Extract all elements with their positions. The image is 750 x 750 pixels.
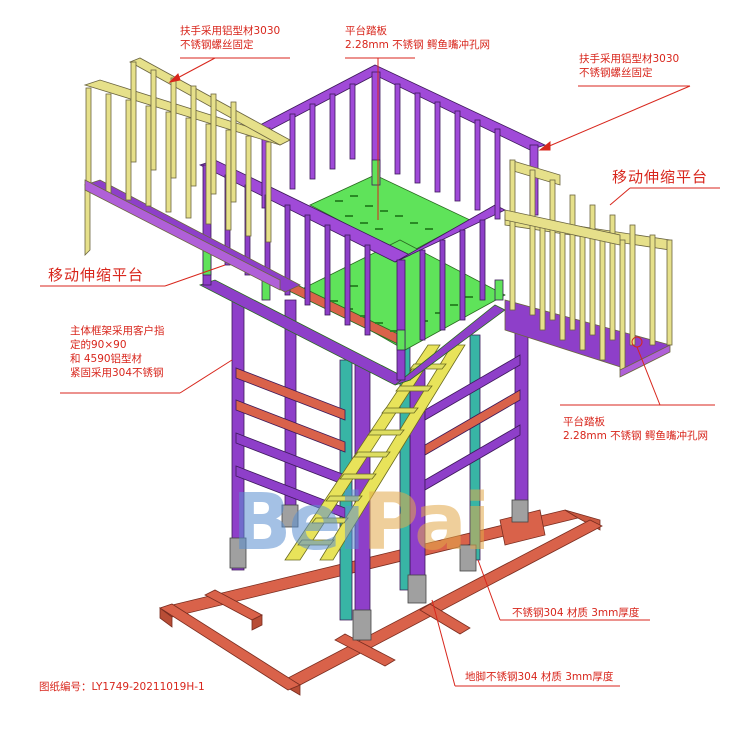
platform-top-label: 平台踏板 2.28mm 不锈钢 鳄鱼嘴冲孔网 bbox=[345, 24, 490, 52]
watermark-part-b: Pai bbox=[362, 478, 490, 568]
left-extension bbox=[83, 57, 301, 293]
steel-304-label: 不锈钢304 材质 3mm厚度 bbox=[512, 607, 640, 619]
platform-lower-label: 平台踏板 2.28mm 不锈钢 鳄鱼嘴冲孔网 bbox=[563, 415, 708, 443]
platform-lower-line-2: 2.28mm 不锈钢 鳄鱼嘴冲孔网 bbox=[563, 430, 709, 442]
handrail-right-label: 扶手采用铝型材3030 不锈钢螺丝固定 bbox=[579, 52, 679, 80]
watermark-logo: BeiPai bbox=[232, 478, 491, 568]
foot-304-label: 地脚不锈钢304 材质 3mm厚度 bbox=[465, 671, 614, 683]
handrail-right-line-1: 扶手采用铝型材3030 bbox=[579, 53, 680, 65]
mobile-platform-right-label: 移动伸缩平台 bbox=[612, 168, 709, 186]
mobile-platform-left-label: 移动伸缩平台 bbox=[48, 266, 145, 284]
handrail-left-line-1: 扶手采用铝型材3030 bbox=[180, 25, 281, 37]
leader-lines bbox=[40, 57, 720, 687]
handrail-left-line-2: 不锈钢螺丝固定 bbox=[180, 39, 254, 51]
right-extension bbox=[504, 159, 673, 378]
main-frame-label: 主体框架采用客户指 定的90×90 和 4590铝型材 紧固采用304不锈钢 bbox=[70, 324, 165, 380]
staircase bbox=[284, 344, 466, 561]
platform-lower-line-1: 平台踏板 bbox=[563, 416, 605, 428]
handrail-right-line-2: 不锈钢螺丝固定 bbox=[579, 67, 653, 79]
main-frame-line-4: 紧固采用304不锈钢 bbox=[70, 367, 164, 379]
platform-top-line-2: 2.28mm 不锈钢 鳄鱼嘴冲孔网 bbox=[345, 39, 491, 51]
platform-top-line-1: 平台踏板 bbox=[345, 25, 387, 37]
main-frame-line-1: 主体框架采用客户指 bbox=[70, 325, 165, 337]
watermark-part-a: Bei bbox=[232, 478, 365, 568]
main-frame-line-3: 和 4590铝型材 bbox=[70, 353, 143, 365]
foot-brackets bbox=[229, 499, 529, 641]
main-frame-line-2: 定的90×90 bbox=[70, 339, 127, 351]
handrail-left-label: 扶手采用铝型材3030 不锈钢螺丝固定 bbox=[180, 24, 280, 52]
drawing-number: 图纸编号：LY1749-20211019H-1 bbox=[39, 681, 205, 693]
